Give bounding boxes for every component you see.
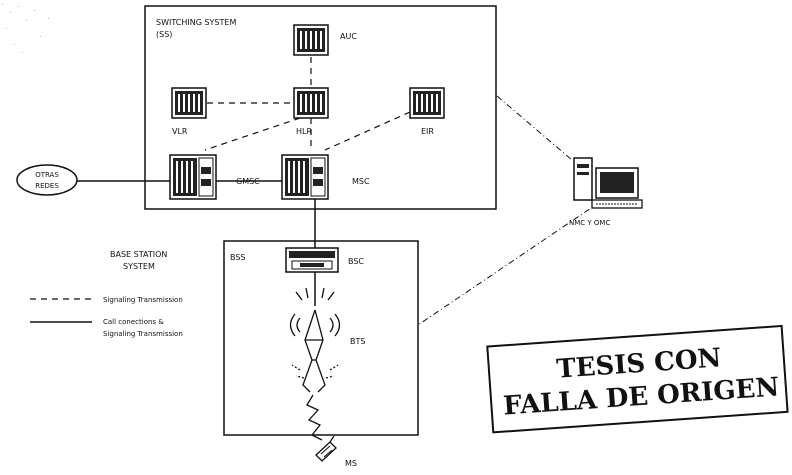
ms-label: MS [345, 459, 357, 468]
base-station-subtitle: SYSTEM [123, 262, 155, 271]
eir-equipment-icon [410, 88, 444, 118]
vlr-equipment-icon [172, 88, 206, 118]
gmsc-equipment-icon [170, 155, 216, 199]
eir-label: EIR [421, 127, 434, 136]
scan-noise [2, 4, 49, 53]
switching-system-subtitle: (SS) [156, 30, 172, 39]
other-networks-cloud [17, 165, 77, 195]
nmc-label: NMC Y OMC [569, 219, 610, 227]
base-station-title: BASE STATION [110, 250, 167, 259]
hlr-equipment-icon [294, 88, 328, 118]
auc-equipment-icon [294, 25, 328, 55]
mobile-station-icon [316, 436, 336, 461]
other-networks-label-line2: REDES [35, 182, 59, 190]
msc-equipment-icon [282, 155, 328, 199]
bsc-label: BSC [348, 257, 364, 266]
vlr-label: VLR [172, 127, 188, 136]
legend-call-label-line2: Signaling Transmission [103, 330, 183, 338]
bss-label: BSS [230, 253, 246, 262]
legend-signaling-label: Signaling Transmission [103, 296, 183, 304]
tesis-stamp: TESIS CON FALLA DE ORIGEN [487, 326, 787, 432]
bts-label: BTS [350, 337, 365, 346]
other-networks-label-line1: OTRAS [35, 171, 59, 179]
gmsc-label: GMSC [236, 177, 260, 186]
bsc-equipment-icon [286, 248, 338, 272]
msc-label: MSC [352, 177, 370, 186]
legend-call-label-line1: Call conections & [103, 318, 164, 326]
nmc-links [418, 96, 600, 325]
switching-system-title: SWITCHING SYSTEM [156, 18, 236, 27]
nmc-computer-icon [574, 158, 642, 208]
auc-label: AUC [340, 32, 357, 41]
radio-link-icon [307, 395, 322, 440]
hlr-label: HLR [296, 127, 312, 136]
